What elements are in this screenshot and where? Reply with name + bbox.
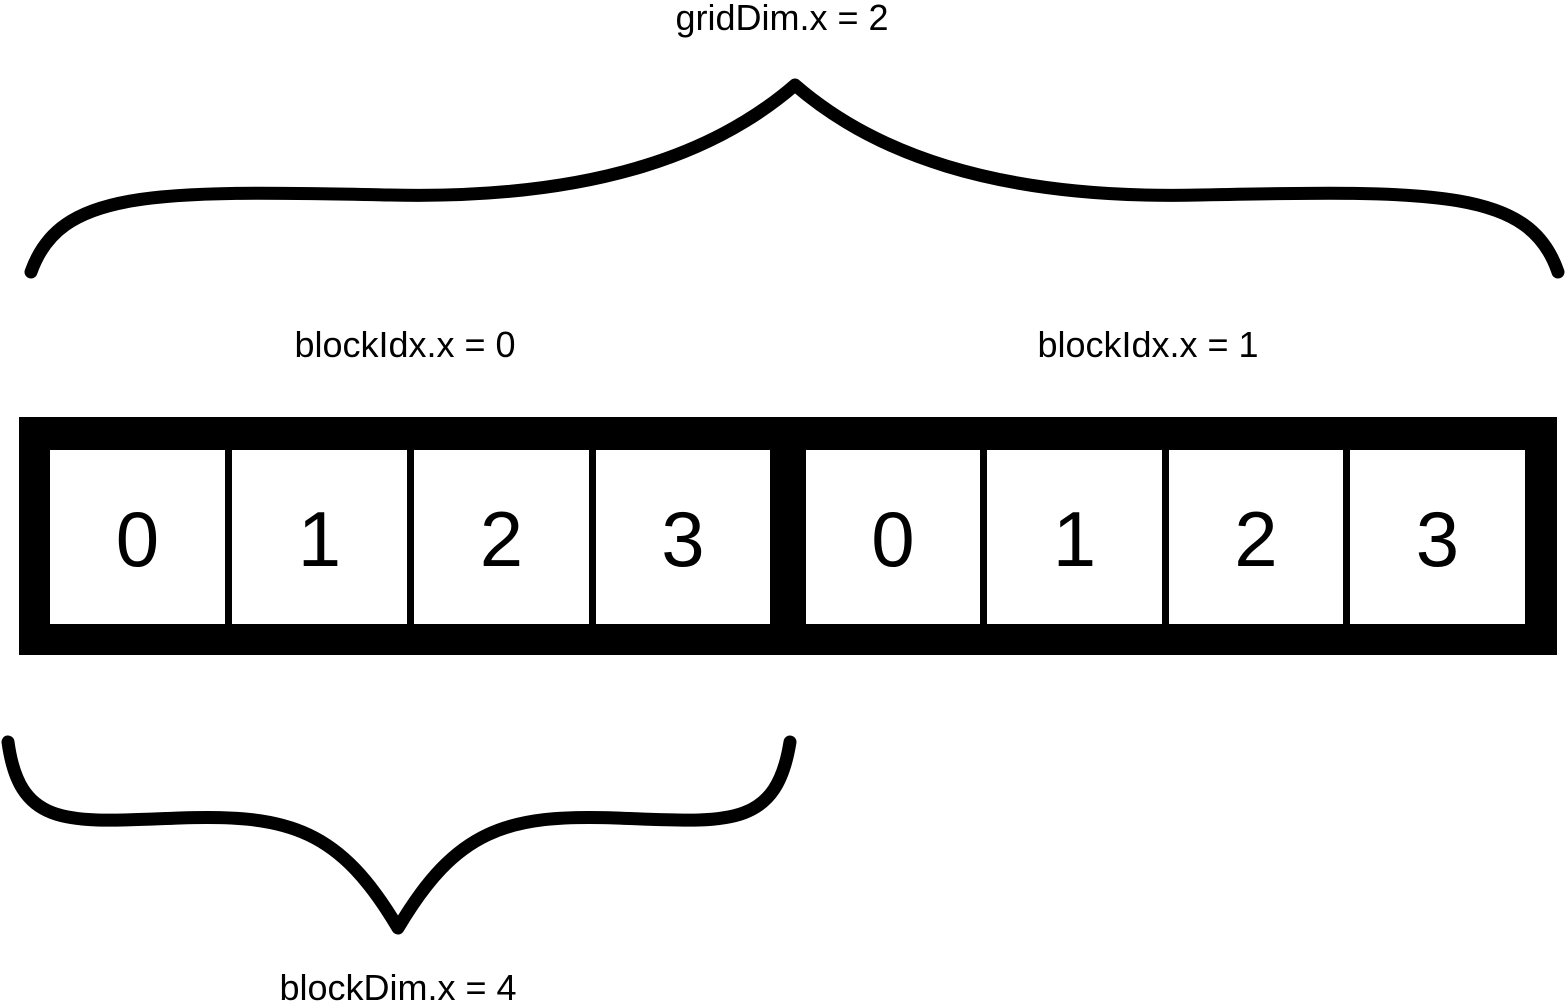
thread-cell: 1 xyxy=(987,450,1162,624)
thread-cell: 3 xyxy=(596,450,770,624)
thread-index: 3 xyxy=(661,494,705,583)
block-idx-1-label: blockIdx.x = 1 xyxy=(1037,324,1259,365)
thread-cell: 2 xyxy=(414,450,589,624)
thread-index: 2 xyxy=(479,494,524,583)
thread-index: 0 xyxy=(115,494,160,583)
thread-index: 0 xyxy=(871,494,915,583)
thread-cell: 1 xyxy=(232,450,407,624)
thread-cell: 3 xyxy=(1350,450,1525,624)
thread-index: 3 xyxy=(1415,494,1460,583)
block-brace xyxy=(1,735,797,935)
thread-index: 2 xyxy=(1234,494,1278,583)
block-dim-label: blockDim.x = 4 xyxy=(279,967,517,1008)
thread-cell: 0 xyxy=(806,450,980,624)
grid-dim-label: gridDim.x = 2 xyxy=(675,0,889,38)
thread-cell: 0 xyxy=(50,450,225,624)
grid-brace xyxy=(24,78,1565,279)
thread-index: 1 xyxy=(297,494,342,583)
block-idx-0-label: blockIdx.x = 0 xyxy=(294,324,516,365)
thread-index: 1 xyxy=(1052,494,1097,583)
thread-cell: 2 xyxy=(1169,450,1343,624)
